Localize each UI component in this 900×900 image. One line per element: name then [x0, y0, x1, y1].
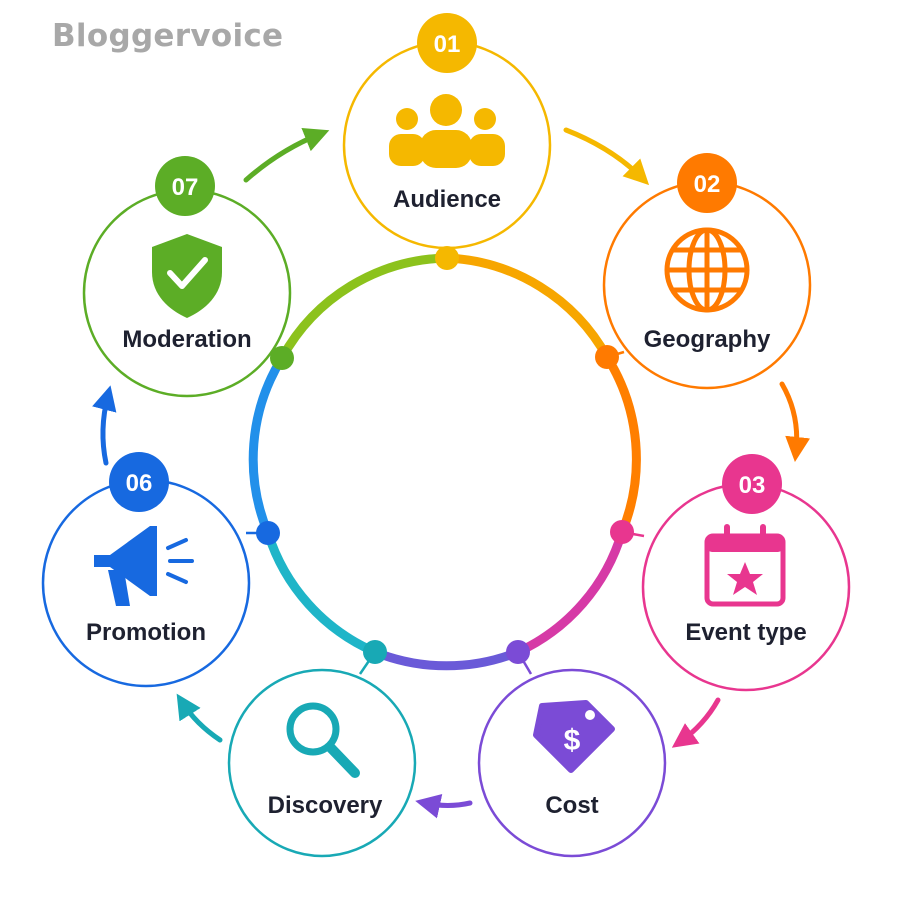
arrow-discovery-to-promotion — [176, 693, 223, 743]
step-number-badge — [155, 156, 215, 216]
ring-segment-cost — [370, 647, 523, 671]
step-circle — [227, 668, 417, 858]
step-label: Audience — [393, 186, 501, 213]
step-label: Moderation — [122, 326, 251, 353]
ring-dot-cost — [506, 640, 530, 664]
step-promotion: 06 Promotion — [41, 452, 251, 688]
step-label: Geography — [644, 326, 771, 353]
step-number: 06 — [126, 470, 153, 497]
ring-dot-moderation — [270, 346, 294, 370]
ring-segment-geography — [602, 352, 641, 537]
ring-segment-moderation — [277, 253, 452, 363]
flow-arrows — [92, 127, 811, 819]
svg-text:$: $ — [564, 724, 581, 757]
brand-logo-text: Bloggervoice — [52, 18, 284, 54]
arrow-geography-to-event-type — [779, 381, 811, 462]
step-label: Cost — [545, 792, 598, 819]
step-number: 07 — [172, 174, 199, 201]
step-number: 03 — [739, 472, 766, 499]
step-cost: $ Cost — [477, 668, 667, 858]
step-moderation: 07 Moderation — [82, 156, 292, 398]
arrow-promotion-to-moderation — [92, 385, 117, 466]
step-audience: 01 Audience — [342, 13, 552, 250]
ring-dots — [256, 246, 634, 664]
step-event-type: 03 Event type — [641, 454, 851, 692]
ring-dot-promotion — [256, 521, 280, 545]
people-group-icon — [389, 94, 505, 168]
magnifier-icon — [286, 702, 360, 778]
step-geography: 02 Geography — [602, 153, 812, 390]
ring-dot-event-type — [610, 520, 634, 544]
step-number: 01 — [434, 31, 461, 58]
ring-segment-discovery — [263, 528, 380, 657]
globe-icon — [664, 227, 750, 313]
price-tag-dollar-icon: $ — [533, 700, 615, 773]
step-number-badge — [722, 454, 782, 514]
step-number-badge — [417, 13, 477, 73]
central-ring — [248, 253, 641, 671]
arrow-event-type-to-cost — [671, 697, 721, 748]
connectors — [246, 248, 645, 675]
ring-dot-audience — [435, 246, 459, 270]
step-label: Promotion — [86, 619, 206, 646]
arrow-cost-to-discovery — [415, 793, 473, 819]
megaphone-icon — [94, 526, 194, 606]
ring-segment-promotion — [248, 353, 287, 538]
ring-segment-audience — [442, 253, 612, 362]
step-number: 02 — [694, 171, 721, 198]
step-number-badge — [109, 452, 169, 512]
arrow-audience-to-geography — [563, 127, 650, 186]
step-label: Event type — [685, 619, 806, 646]
ring-segment-event-type — [513, 527, 627, 657]
ring-dot-geography — [595, 345, 619, 369]
ring-dot-discovery — [363, 640, 387, 664]
step-discovery: Discovery — [227, 668, 417, 858]
step-number-badge — [677, 153, 737, 213]
arrow-moderation-to-audience — [243, 127, 330, 183]
shield-check-icon — [152, 234, 222, 318]
calendar-star-icon — [704, 524, 786, 607]
step-label: Discovery — [268, 792, 383, 819]
